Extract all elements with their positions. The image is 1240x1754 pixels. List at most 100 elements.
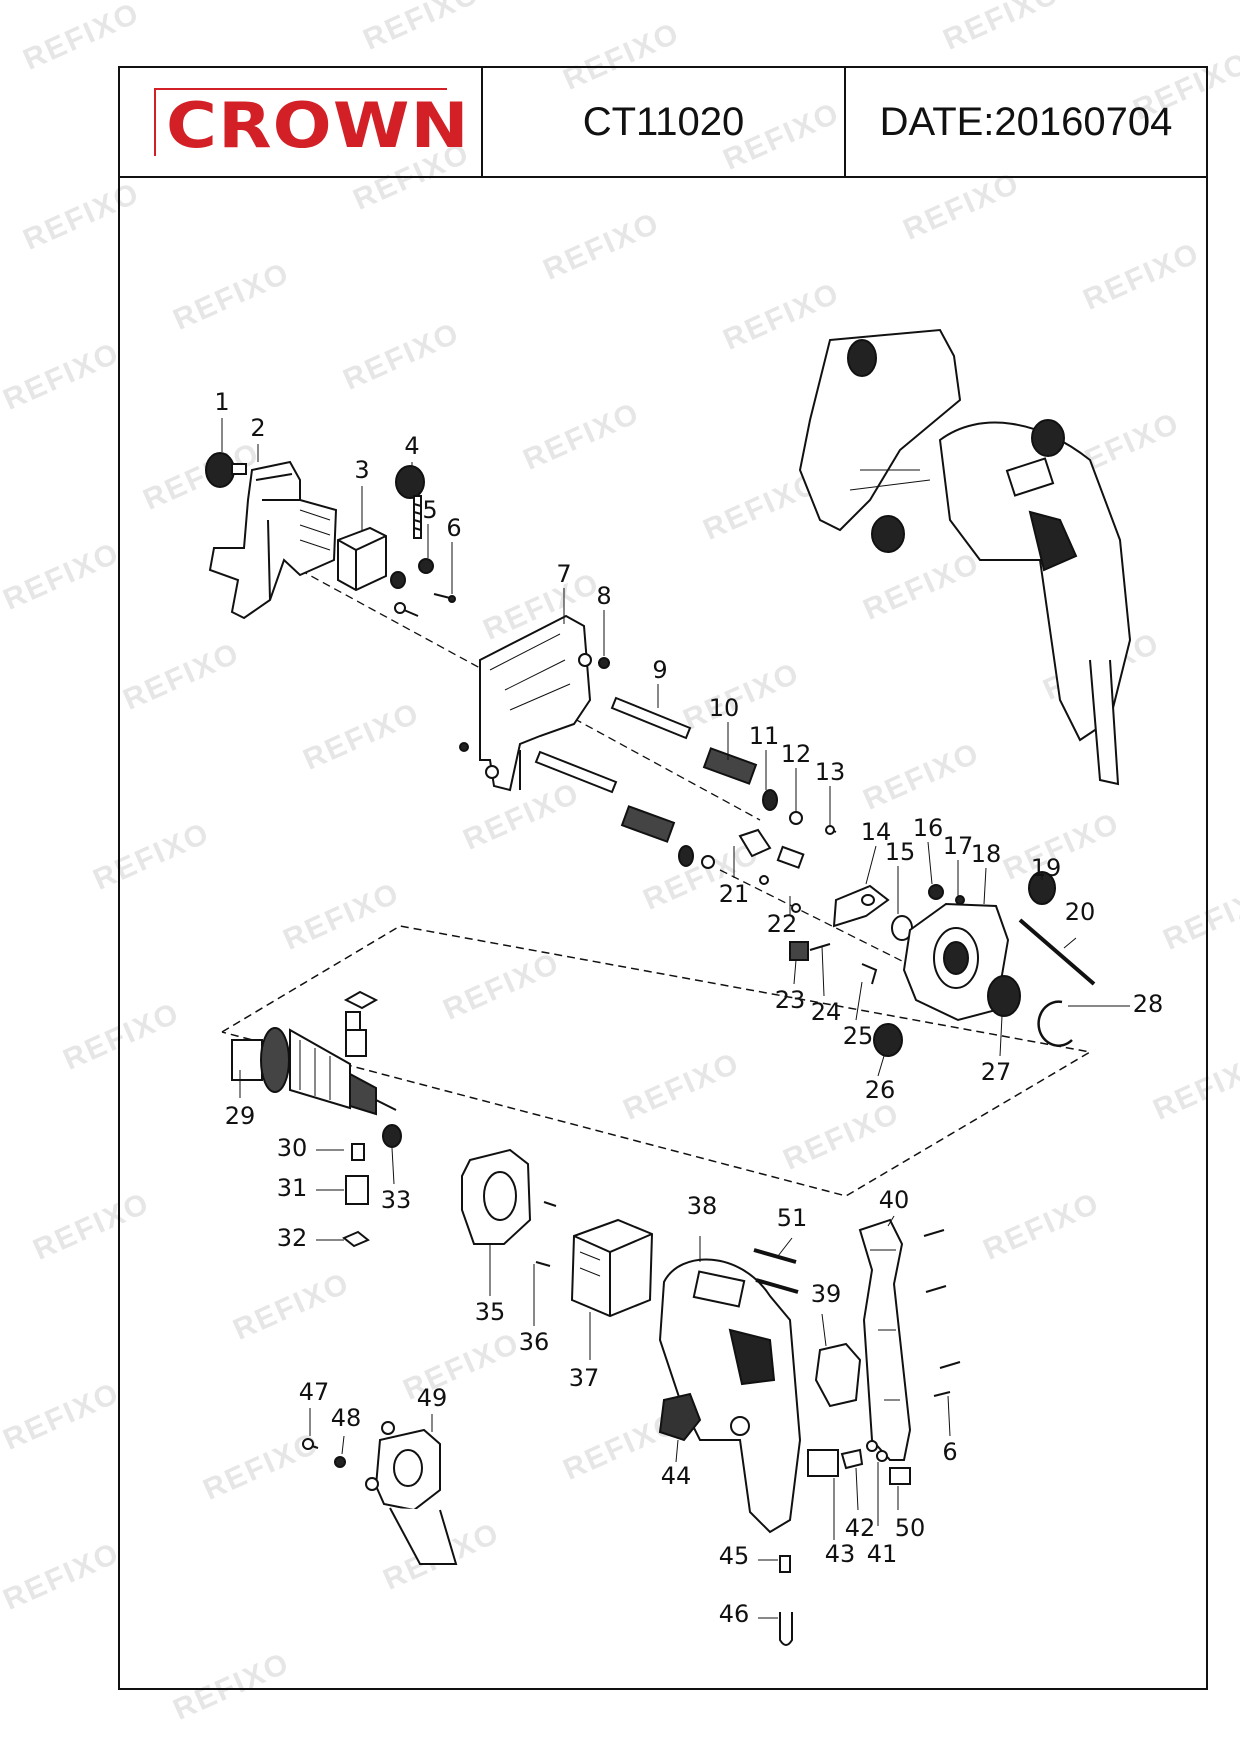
part-number-label: 42 [845, 1514, 876, 1542]
part-baseplate-7 [479, 614, 592, 792]
part-knob-1 [205, 452, 247, 488]
part-circlip-28 [1037, 1000, 1073, 1047]
brand-logo-cell: CROWN [120, 68, 483, 176]
part-number-label: 6 [942, 1438, 957, 1466]
part-bearing-33 [382, 1124, 402, 1148]
part-number-label: 50 [895, 1514, 926, 1542]
part-number-label: 39 [811, 1280, 842, 1308]
part-number-label: 16 [913, 814, 944, 842]
part-gear-housing-18 [902, 902, 1010, 1022]
part-screw-6 [433, 593, 456, 603]
part-number-label: 27 [981, 1058, 1012, 1086]
part-number-label: 23 [775, 986, 806, 1014]
part-bearing-27 [987, 975, 1021, 1017]
part-bolt-20 [1018, 918, 1096, 986]
part-number-label: 44 [661, 1462, 692, 1490]
part-button-44 [658, 1392, 702, 1442]
part-lever-14 [832, 884, 890, 928]
part-nut-5 [418, 558, 434, 574]
part-cable-protector-45 [779, 1555, 791, 1573]
part-screw-41 [866, 1440, 888, 1462]
part-number-label: 4 [404, 432, 419, 460]
part-number-label: 38 [687, 1192, 718, 1220]
part-number-label: 8 [596, 582, 611, 610]
part-number-label: 20 [1065, 898, 1096, 926]
part-number-label: 40 [879, 1186, 910, 1214]
part-number-label: 32 [277, 1224, 308, 1252]
part-number-label: 15 [885, 838, 916, 866]
part-number-label: 36 [519, 1328, 550, 1356]
part-bracket-2 [208, 460, 338, 620]
part-number-label: 35 [475, 1298, 506, 1326]
part-number-label: 18 [971, 840, 1002, 868]
part-number-label: 43 [825, 1540, 856, 1568]
model-number: CT11020 [483, 68, 846, 176]
part-number-label: 2 [250, 414, 265, 442]
part-number-label: 28 [1133, 990, 1164, 1018]
part-washer-11 [762, 789, 778, 811]
part-number-label: 31 [277, 1174, 308, 1202]
assembly-outline [221, 925, 1093, 1197]
part-knob-26 [873, 1023, 903, 1057]
part-handle-cover-40 [858, 1218, 912, 1461]
part-number-label: 25 [843, 1022, 874, 1050]
part-number-label: 24 [811, 998, 842, 1026]
part-baffle-35 [461, 1148, 532, 1245]
brand-logo: CROWN [153, 88, 469, 157]
part-capacitor-43 [807, 1449, 839, 1477]
part-number-label: 21 [719, 880, 750, 908]
part-number-label: 51 [777, 1204, 808, 1232]
part-number-label: 14 [861, 818, 892, 846]
part-number-label: 46 [719, 1600, 750, 1628]
part-number-label: 48 [331, 1404, 362, 1432]
part-screw-6b [923, 1229, 961, 1397]
part-screw-47 [302, 1438, 319, 1450]
part-armature-29 [231, 1027, 397, 1116]
part-nut-48 [334, 1456, 346, 1468]
header-table: CROWN CT11020 DATE:20160704 [120, 68, 1206, 178]
part-number-label: 45 [719, 1542, 750, 1570]
diagram-drawing [205, 328, 1132, 1646]
part-number-label: 6 [446, 514, 461, 542]
part-rod-9 [534, 696, 692, 794]
part-stator-37 [570, 1218, 654, 1318]
part-screw-8 [598, 657, 610, 669]
part-spring-25 [861, 963, 878, 985]
part-number-label: 5 [422, 496, 437, 524]
leader-lines [221, 418, 1130, 1619]
part-number-label: 9 [652, 656, 667, 684]
part-sleeve-21 [738, 828, 805, 869]
part-number-label: 12 [781, 740, 812, 768]
part-number-label: 1 [214, 388, 229, 416]
parts-sheet: CROWN CT11020 DATE:20160704 [118, 66, 1208, 1690]
part-block-3 [337, 526, 419, 617]
part-switch-39 [814, 1342, 862, 1408]
part-clip-32 [342, 990, 379, 1248]
part-spring-10 [620, 747, 758, 843]
part-number-label: 11 [749, 722, 780, 750]
part-side-handle-49 [365, 1421, 458, 1565]
document-date: DATE:20160704 [879, 99, 1173, 144]
part-number-label: 13 [815, 758, 846, 786]
part-number-label: 49 [417, 1384, 448, 1412]
part-screw-36 [535, 1201, 557, 1267]
part-brush-30 [345, 1011, 365, 1161]
part-number-label: 33 [381, 1186, 412, 1214]
part-number-label: 30 [277, 1134, 308, 1162]
part-nut-16 [928, 884, 944, 900]
part-housing-38 [658, 1258, 802, 1534]
part-pin-51 [753, 1248, 799, 1294]
part-screw-24 [809, 943, 831, 951]
part-cord-46 [779, 1612, 793, 1646]
part-thumbscrew-4 [395, 465, 425, 539]
part-number-label: 41 [867, 1540, 898, 1568]
part-button-23 [789, 941, 809, 961]
part-clamp-42 [840, 1448, 864, 1470]
part-brush-holder-31 [345, 1029, 369, 1205]
part-number-label: 29 [225, 1102, 256, 1130]
part-number-label: 22 [767, 910, 798, 938]
part-number-label: 17 [943, 832, 974, 860]
brand-name: CROWN [165, 89, 470, 162]
